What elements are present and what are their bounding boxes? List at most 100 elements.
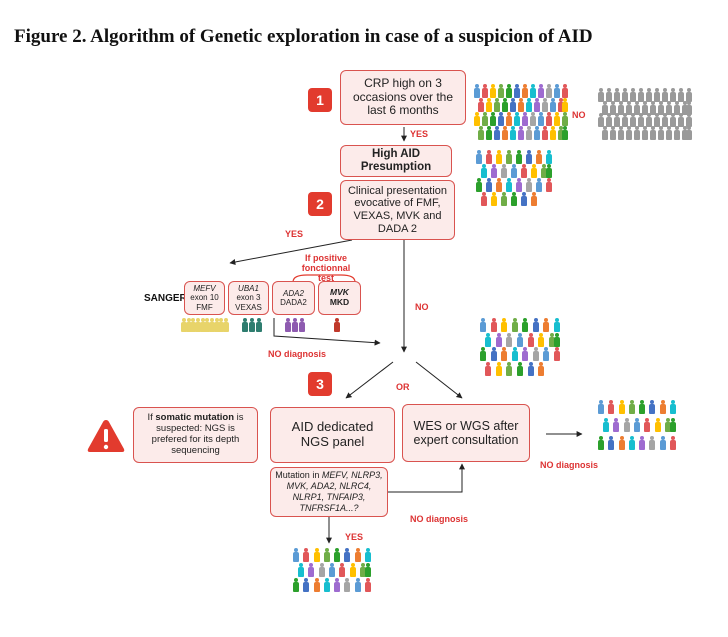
person-icon (622, 88, 628, 102)
person-icon (506, 178, 512, 192)
person-icon (526, 178, 532, 192)
person-icon (506, 332, 513, 347)
person-icon (517, 332, 523, 347)
person-icon (334, 318, 340, 332)
person-icon (502, 98, 508, 112)
person-icon (516, 150, 522, 164)
mvk-disease: MKD (329, 297, 350, 307)
person-icon (522, 112, 528, 126)
person-icon (610, 126, 616, 140)
person-icon (562, 112, 568, 126)
person-icon (256, 318, 262, 332)
person-icon (562, 98, 568, 112)
person-icon (670, 400, 676, 414)
person-icon (478, 126, 484, 140)
person-icon (686, 88, 692, 102)
crowd-colored-1 (474, 84, 568, 140)
person-icon (349, 563, 356, 577)
person-icon (550, 98, 556, 112)
person-icon (659, 400, 666, 414)
person-icon (365, 578, 371, 592)
person-icon (495, 332, 502, 347)
person-icon (516, 178, 522, 192)
person-icon (204, 318, 211, 332)
person-icon (630, 113, 636, 128)
wes-text: WES or WGS after expert consultation (413, 418, 519, 447)
person-icon (670, 88, 676, 102)
mvk-box: MVK MKD (318, 281, 361, 315)
person-icon (634, 126, 640, 140)
person-icon (682, 126, 688, 140)
person-icon (490, 347, 497, 362)
person-icon (554, 112, 560, 126)
person-icon (554, 84, 560, 98)
person-icon (526, 126, 532, 140)
person-icon (614, 88, 620, 102)
high-aid-box: High AID Presumption (340, 145, 452, 177)
person-icon (511, 318, 518, 332)
person-icon (476, 150, 482, 164)
person-icon (522, 84, 528, 98)
uba1-disease: VEXAS (235, 302, 262, 312)
person-icon (490, 84, 496, 98)
person-icon (485, 332, 492, 347)
crowd-colored-5 (293, 548, 371, 592)
person-icon (666, 126, 672, 140)
person-icon (642, 100, 648, 115)
person-icon (686, 126, 692, 140)
person-icon (498, 84, 504, 98)
person-icon (546, 178, 552, 192)
person-icon (223, 318, 229, 332)
person-icon (606, 88, 612, 102)
crowd-yellow (181, 318, 229, 336)
person-icon (501, 347, 508, 362)
person-icon (323, 548, 330, 562)
crowd-teal (242, 318, 262, 336)
person-icon (626, 100, 632, 115)
person-icon (674, 126, 680, 140)
person-icon (498, 112, 504, 126)
person-icon (598, 400, 604, 414)
mutation-box: Mutation in MEFV, NLRP3, MVK, ADA2, NLRC… (270, 467, 388, 517)
person-icon (502, 126, 508, 140)
person-icon (480, 347, 486, 362)
somatic-text-post: is suspected: NGS is prefered for its de… (151, 412, 244, 456)
person-icon (514, 112, 520, 126)
person-icon (686, 113, 692, 128)
person-icon (634, 418, 640, 432)
person-icon (506, 150, 512, 164)
person-icon (603, 418, 610, 432)
mutation-prefix: Mutation in (275, 470, 322, 481)
ngs-text: AID dedicated NGS panel (291, 419, 374, 449)
no-diagnosis-label-3: NO diagnosis (410, 514, 469, 524)
person-icon (536, 178, 542, 192)
arrow-mutation-to-wes (384, 463, 465, 493)
person-icon (639, 436, 646, 450)
person-icon (650, 126, 656, 140)
person-icon (530, 84, 536, 98)
person-icon (598, 436, 604, 450)
arrow-merge-to-ngs (345, 361, 394, 399)
person-icon (490, 318, 497, 332)
person-icon (530, 112, 536, 126)
person-icon (670, 436, 676, 450)
somatic-text-pre: If (147, 412, 156, 424)
person-icon (618, 126, 624, 140)
person-icon (491, 192, 497, 206)
ngs-panel-box: AID dedicated NGS panel (270, 407, 395, 463)
person-icon (678, 88, 684, 102)
person-icon (354, 548, 361, 562)
ada2-disease: DADA2 (280, 298, 307, 307)
person-icon (518, 126, 524, 140)
crowd-red (334, 318, 342, 336)
person-icon (344, 578, 351, 592)
yes-label-1: YES (410, 129, 429, 139)
uba1-box: UBA1 exon 3 VEXAS (228, 281, 269, 315)
person-icon (478, 98, 484, 112)
person-icon (218, 318, 225, 332)
mvk-gene: MVK (330, 287, 349, 298)
person-icon (606, 113, 612, 128)
person-icon (538, 332, 545, 347)
person-icon (496, 178, 502, 192)
person-icon (649, 400, 656, 414)
